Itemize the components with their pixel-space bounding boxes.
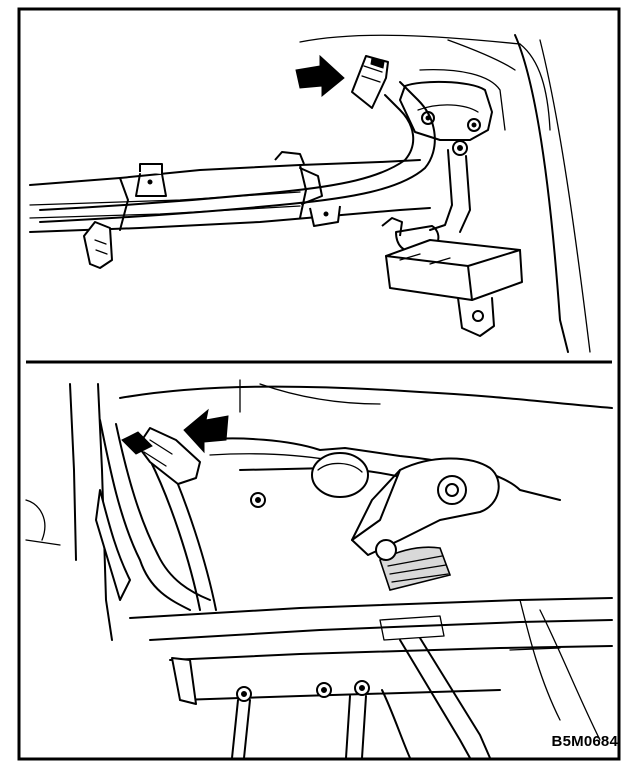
pointer-arrow-upper bbox=[295, 54, 345, 98]
figure-code: B5M0684 bbox=[551, 733, 618, 750]
top-panel bbox=[29, 34, 591, 353]
pointer-arrow-lower bbox=[183, 408, 229, 454]
figure-border bbox=[17, 7, 621, 761]
bottom-panel bbox=[25, 379, 613, 759]
